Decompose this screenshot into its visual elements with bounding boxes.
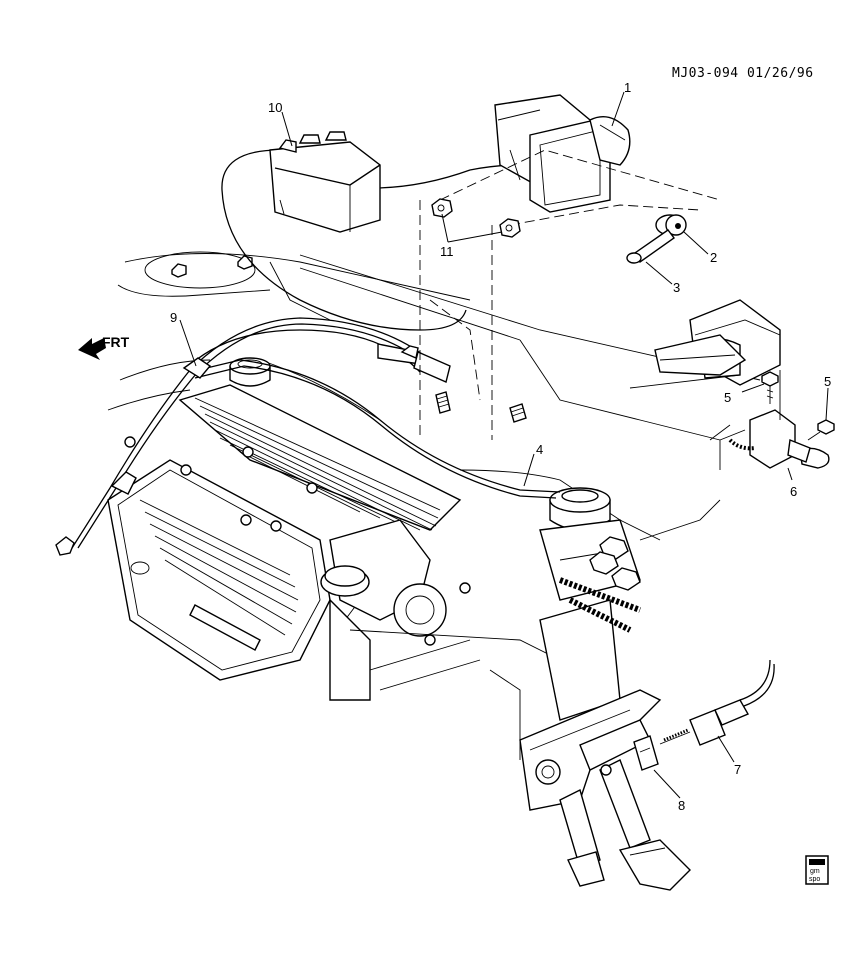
callout-3: 3: [673, 280, 680, 295]
engine-valve-cover: [107, 384, 621, 760]
front-arrow-icon: [78, 338, 106, 360]
callout-4: 4: [536, 442, 543, 457]
reservoir-cap: [229, 357, 271, 387]
cruise-bracket-1: [494, 94, 631, 213]
valve-cover-fins: [194, 397, 441, 531]
cover-ribs: [139, 499, 299, 636]
callout-1: 1: [624, 80, 631, 95]
alignment-lines: [419, 149, 721, 440]
leader-lines: [179, 91, 829, 799]
callout-6: 6: [790, 484, 797, 499]
nut-11: [431, 198, 521, 238]
diagram-code: MJ03-094 01/26/96: [672, 66, 814, 81]
callout-7: 7: [734, 762, 741, 777]
pedal-assembly: [519, 659, 775, 891]
callout-5-left: 5: [724, 390, 731, 405]
studs: [435, 391, 527, 423]
pin-3: [626, 229, 675, 264]
front-direction-indicator: FRT: [78, 334, 130, 360]
callout-10: 10: [268, 100, 282, 115]
front-label: FRT: [102, 334, 130, 350]
callout-8: 8: [678, 798, 685, 813]
callout-5-right: 5: [824, 374, 831, 389]
cruise-cable-9: [55, 317, 561, 556]
grommet-2: [655, 214, 687, 236]
strut-tower: [144, 251, 256, 289]
callout-11: 11: [440, 244, 454, 259]
callout-9: 9: [170, 310, 177, 325]
servo-assembly: [629, 299, 835, 470]
callout-2: 2: [710, 250, 717, 265]
wiring-harness: [424, 536, 642, 646]
logo-line-1: gm: [810, 868, 820, 875]
cruise-module-10: [221, 131, 561, 331]
gm-spo-logo: gm spo: [805, 855, 829, 885]
logo-line-2: spo: [809, 876, 820, 883]
